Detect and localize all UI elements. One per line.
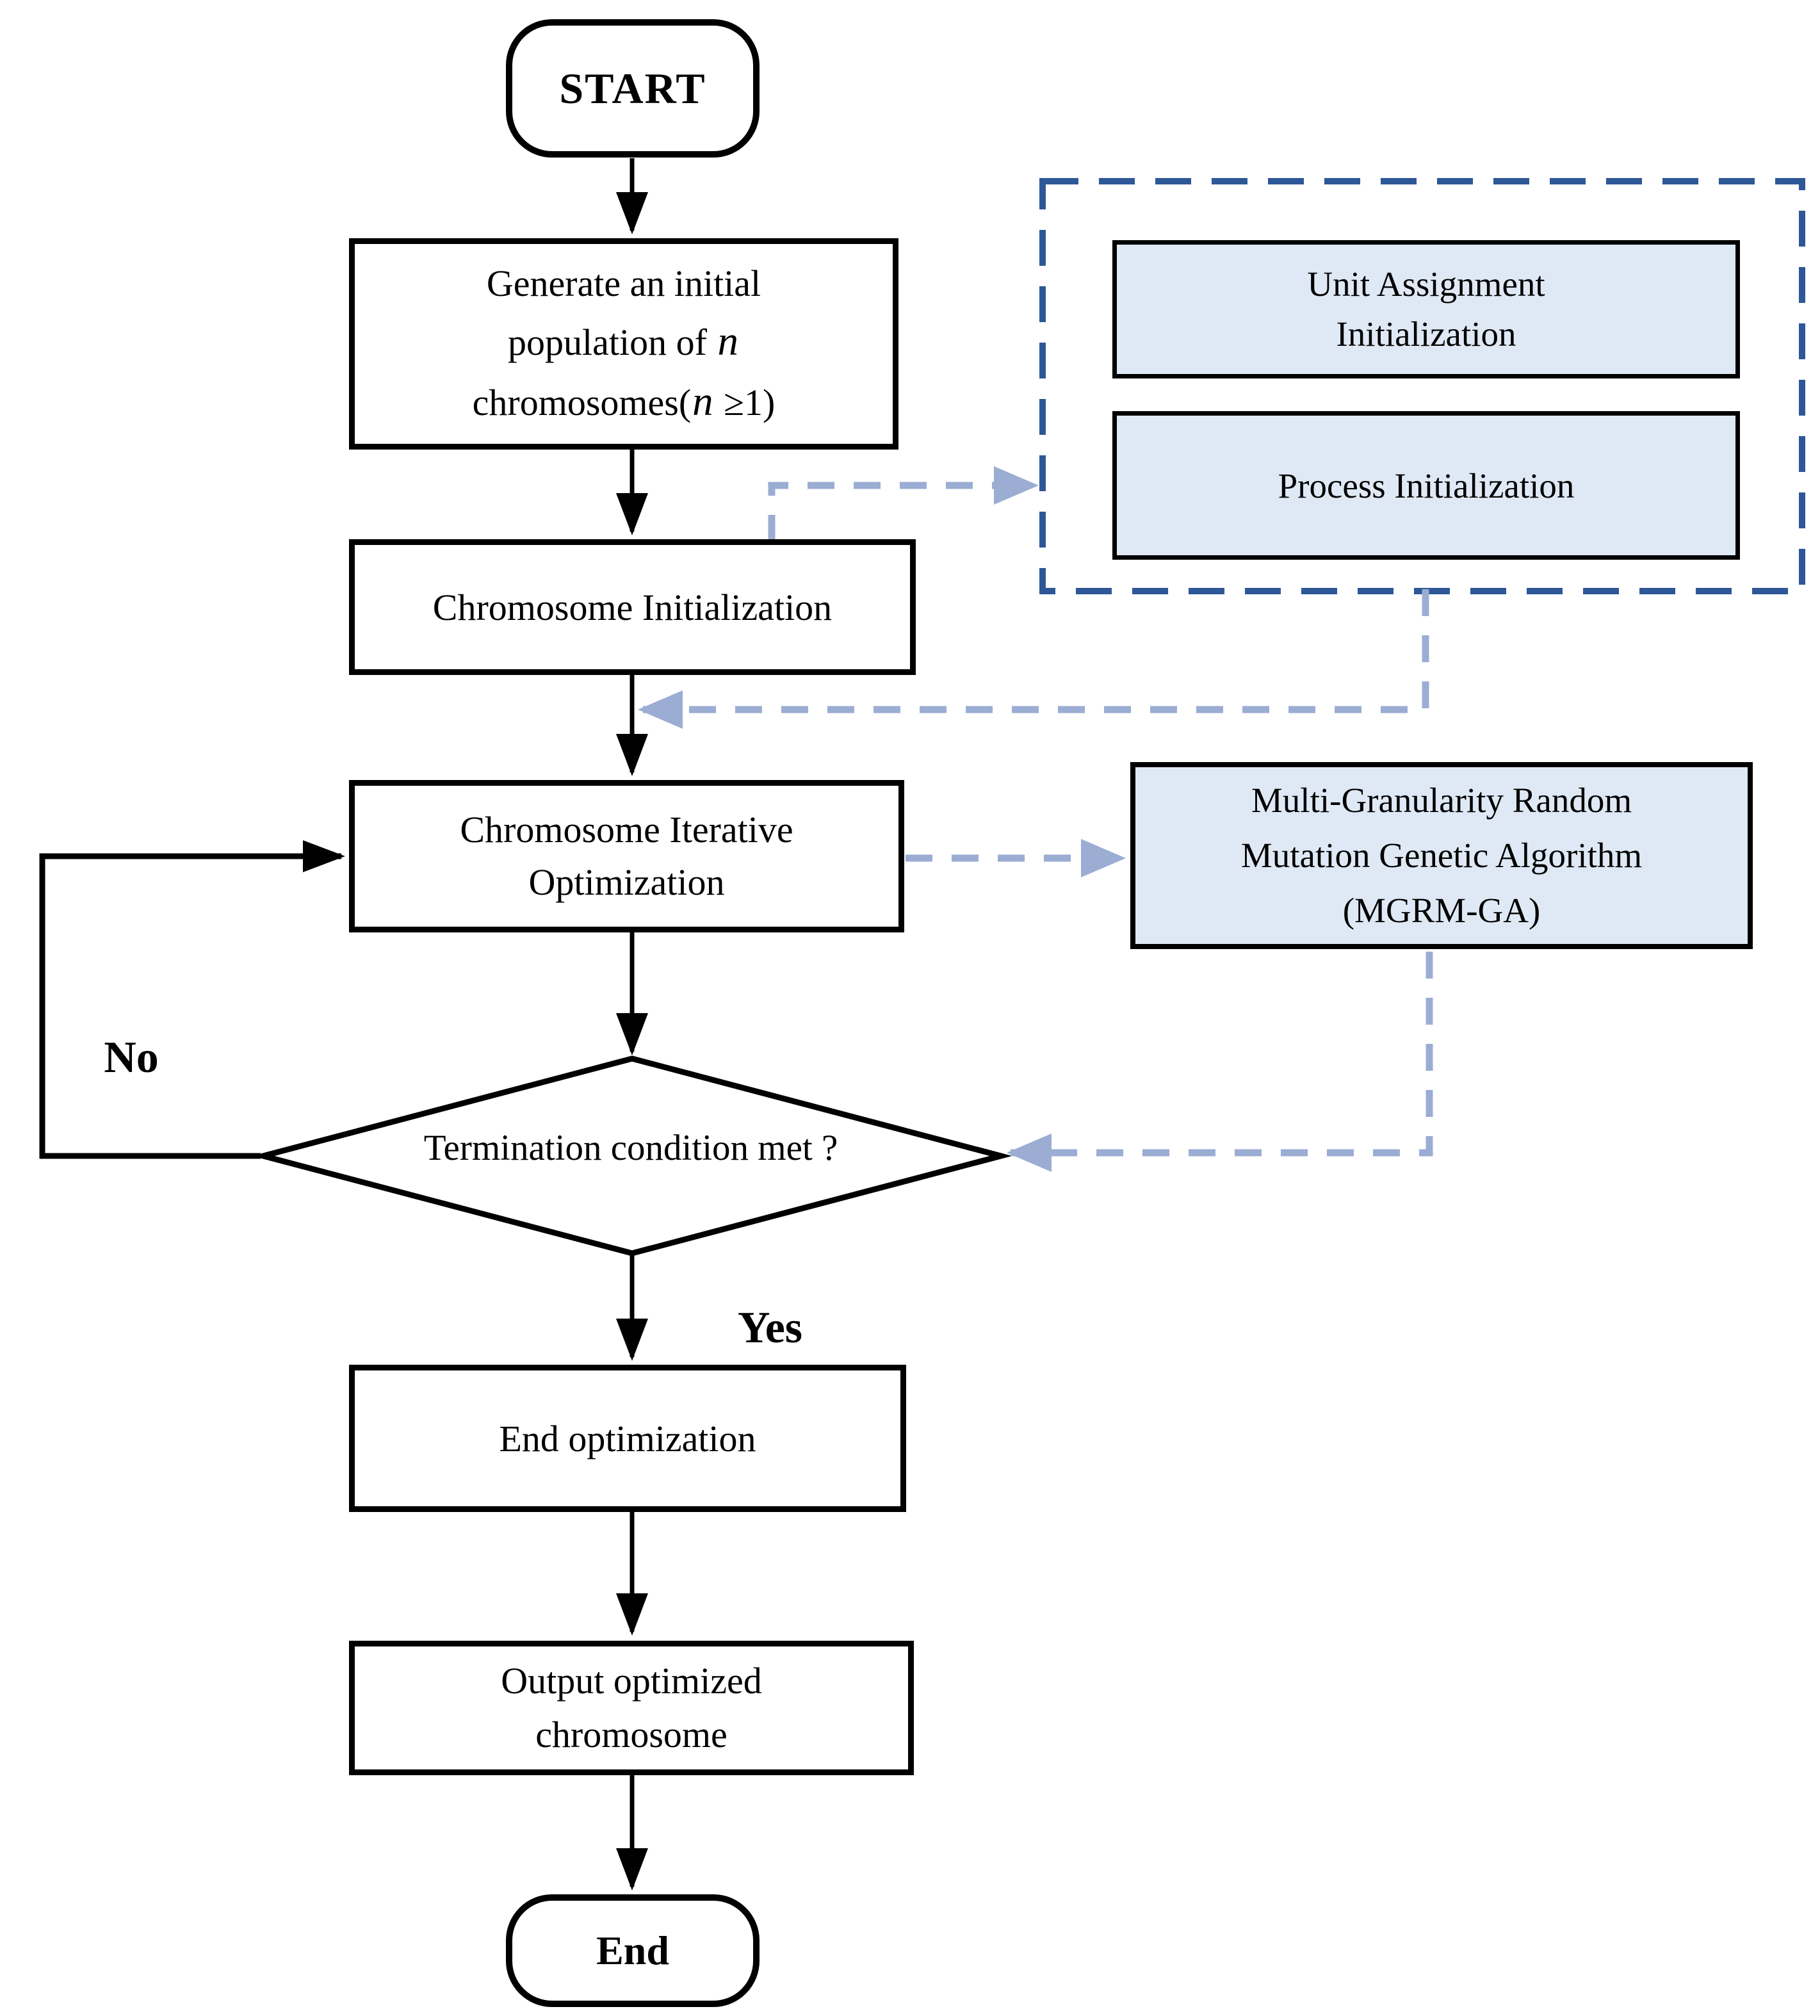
- node-text-line: Multi-Granularity Random: [1251, 781, 1632, 820]
- node-text-line: chromosome: [535, 1714, 727, 1755]
- start-node: START: [506, 19, 760, 158]
- node-label: Process Initialization: [1278, 466, 1575, 505]
- end-label: End: [596, 1928, 669, 1973]
- start-label: START: [559, 63, 706, 113]
- termination-decision-diamond: [252, 1055, 1012, 1256]
- no-branch-label: No: [104, 1033, 159, 1082]
- node-text-line: Generate an initial: [486, 262, 761, 304]
- mgrm-ga-node: Multi-Granularity Random Mutation Geneti…: [1130, 762, 1753, 949]
- node-label: End optimization: [499, 1417, 756, 1459]
- node-text-line: Mutation Genetic Algorithm: [1240, 836, 1643, 875]
- dashed-link-mgrm-to-decision: [1007, 952, 1433, 1172]
- text-span: population of: [508, 321, 717, 363]
- termination-decision-label: Termination condition met ?: [423, 1128, 838, 1168]
- output-optimized-chromosome-node: Output optimized chromosome: [349, 1641, 914, 1775]
- node-text-line: Optimization: [528, 861, 725, 903]
- unit-assignment-initialization-node: Unit Assignment Initialization: [1112, 240, 1740, 378]
- node-text-line: chromosomes(n ≥1): [473, 378, 776, 426]
- node-text-line: Chromosome Iterative: [460, 809, 793, 850]
- node-text-line: Unit Assignment: [1307, 264, 1545, 304]
- node-text-line: population of n: [508, 318, 740, 366]
- chromosome-iterative-optimization-node: Chromosome Iterative Optimization: [349, 780, 904, 932]
- text-span: chromosomes(: [472, 382, 692, 424]
- math-n-symbol: n: [692, 378, 713, 425]
- node-text-line: Initialization: [1336, 314, 1516, 354]
- arrow-decision-no-loop: [39, 840, 345, 1159]
- chromosome-initialization-node: Chromosome Initialization: [349, 539, 916, 675]
- node-label: Chromosome Initialization: [432, 586, 833, 628]
- node-text-line: Output optimized: [501, 1660, 762, 1702]
- yes-branch-label: Yes: [737, 1303, 803, 1353]
- end-node: End: [506, 1894, 760, 2007]
- process-initialization-node: Process Initialization: [1112, 411, 1740, 560]
- math-n-symbol: n: [717, 318, 738, 364]
- node-text-line: (MGRM-GA): [1342, 891, 1541, 930]
- generate-population-node: Generate an initial population of n chro…: [349, 238, 898, 450]
- end-optimization-node: End optimization: [349, 1365, 906, 1512]
- dashed-link-chromosome-init-to-detail: [768, 466, 1039, 542]
- text-span: ≥1): [714, 382, 776, 424]
